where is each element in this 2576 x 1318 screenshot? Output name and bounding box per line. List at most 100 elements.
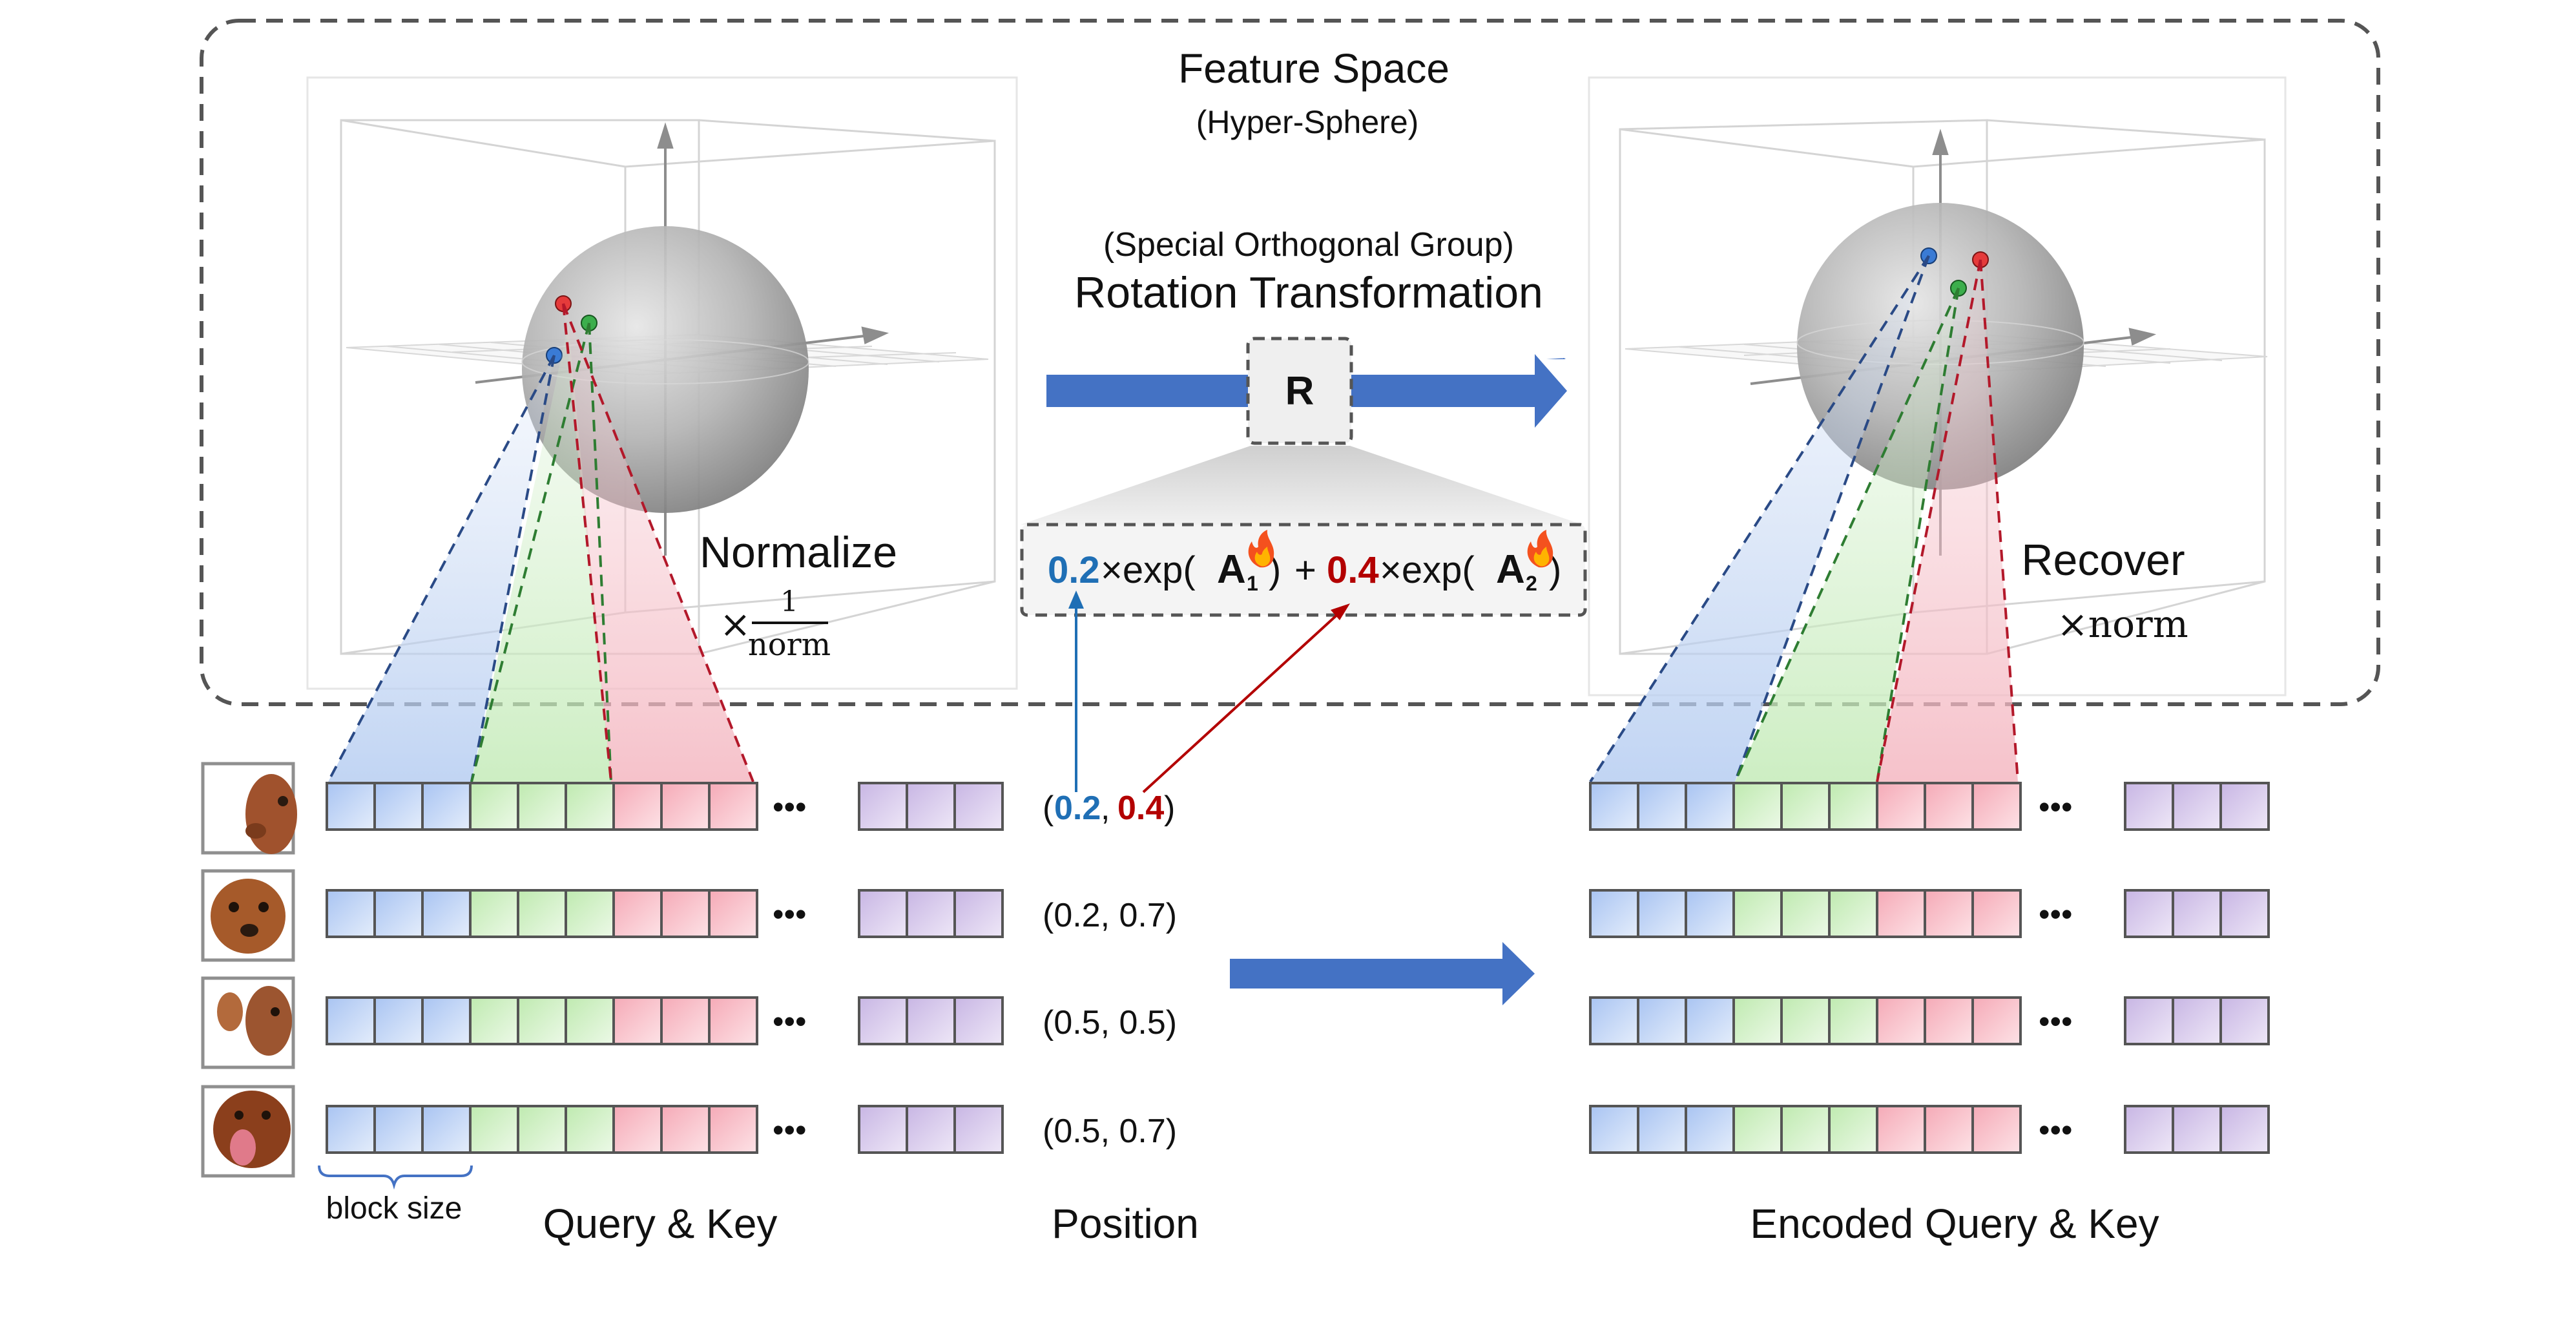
blue-feature-block: [421, 1105, 472, 1154]
blue-feature-block: [373, 889, 424, 938]
block-size-brace: [318, 1165, 473, 1190]
purple-feature-block: [953, 889, 1004, 938]
blue-feature-block: [1589, 889, 1639, 938]
purple-feature-block: [906, 1105, 956, 1154]
purple-feature-block: [906, 996, 956, 1045]
svg-text:+: +: [1294, 549, 1316, 591]
token-row: •••: [1589, 782, 2270, 831]
purple-feature-block: [2172, 889, 2222, 938]
dog-image: [201, 1085, 295, 1178]
svg-text:2: 2: [1526, 572, 1537, 595]
red-feature-block: [1971, 996, 2022, 1045]
red-feature-block: [708, 889, 758, 938]
blue-feature-block: [326, 1105, 376, 1154]
green-feature-block: [565, 889, 615, 938]
token-row: •••: [326, 889, 1004, 938]
query-key-label: Query & Key: [543, 1200, 778, 1247]
ellipsis: •••: [773, 1003, 807, 1040]
red-feature-block: [1971, 1105, 2022, 1154]
svg-text:norm: norm: [748, 627, 831, 663]
svg-text:A: A: [1217, 547, 1246, 592]
green-feature-block: [1732, 996, 1783, 1045]
green-feature-block: [1828, 889, 1878, 938]
ellipsis: •••: [773, 896, 807, 932]
formula: 0.2 ×exp( A 1 ) + 0.4 ×exp( A 2 ): [1048, 547, 1561, 595]
token-row: •••: [1589, 889, 2270, 938]
blue-feature-block: [373, 996, 424, 1045]
green-feature-block: [1732, 889, 1783, 938]
blue-feature-block: [1589, 782, 1639, 831]
svg-text:(: (: [1043, 790, 1054, 827]
svg-text:0.2: 0.2: [1054, 790, 1101, 827]
left-projection-cones: [327, 303, 754, 782]
dog-image: [201, 762, 297, 855]
svg-text:): ): [1164, 790, 1175, 827]
blue-feature-block: [421, 782, 472, 831]
green-feature-block: [565, 782, 615, 831]
blue-feature-block: [421, 889, 472, 938]
formula-coef-2: 0.4: [1327, 549, 1379, 591]
red-feature-block: [708, 996, 758, 1045]
fire-icon: [1527, 530, 1553, 568]
svg-text:,: ,: [1101, 790, 1110, 827]
blue-feature-block: [1589, 1105, 1639, 1154]
ellipsis: •••: [2039, 789, 2073, 825]
token-row: •••: [1589, 996, 2270, 1045]
blue-feature-block: [1637, 782, 1687, 831]
ellipsis: •••: [2039, 1112, 2073, 1148]
purple-feature-block: [2172, 996, 2222, 1045]
ellipsis: •••: [773, 789, 807, 825]
position-row-1: ( 0.2 , 0.4 ): [1043, 790, 1175, 827]
encoded-query-key-label: Encoded Query & Key: [1750, 1200, 2159, 1247]
ellipsis: •••: [2039, 1003, 2073, 1040]
purple-feature-block: [858, 996, 908, 1045]
purple-feature-block: [2219, 1105, 2270, 1154]
green-feature-block: [517, 1105, 567, 1154]
red-feature-block: [1924, 1105, 1974, 1154]
purple-feature-block: [2219, 889, 2270, 938]
dog-image: [201, 976, 295, 1069]
purple-feature-block: [858, 782, 908, 831]
purple-feature-block: [906, 889, 956, 938]
green-feature-block: [517, 996, 567, 1045]
purple-feature-block: [2124, 782, 2174, 831]
green-feature-block: [565, 996, 615, 1045]
purple-feature-block: [953, 996, 1004, 1045]
recover-label: Recover: [2021, 536, 2185, 585]
purple-feature-block: [906, 782, 956, 831]
position-label: Position: [1052, 1200, 1199, 1247]
green-feature-block: [469, 889, 519, 938]
svg-text:A: A: [1496, 547, 1525, 592]
green-feature-block: [565, 1105, 615, 1154]
right-projection-cones: [1589, 255, 2019, 783]
purple-feature-block: [2124, 1105, 2174, 1154]
svg-text:×exp(: ×exp(: [1380, 549, 1475, 591]
red-feature-block: [1971, 782, 2022, 831]
position-to-formula-arrows: [1068, 591, 1350, 793]
red-feature-block: [1924, 889, 1974, 938]
purple-feature-block: [2219, 782, 2270, 831]
svg-text:1: 1: [1247, 572, 1258, 595]
red-feature-block: [1876, 782, 1926, 831]
encoded-query-key-sequence: ••• ••• ••• •••: [1589, 782, 2270, 1154]
red-feature-block: [708, 1105, 758, 1154]
blue-feature-block: [1685, 1105, 1735, 1154]
blue-feature-block: [1637, 1105, 1687, 1154]
so-group-label: (Special Orthogonal Group): [1103, 226, 1514, 264]
red-feature-block: [1971, 889, 2022, 938]
dog-image: [201, 869, 295, 962]
red-feature-block: [1876, 996, 1926, 1045]
green-feature-block: [1780, 996, 1831, 1045]
green-feature-block: [1780, 782, 1831, 831]
rotation-transformation-title: Rotation Transformation: [1074, 268, 1543, 317]
blue-feature-block: [1589, 996, 1639, 1045]
purple-feature-block: [858, 889, 908, 938]
token-row: •••: [326, 996, 1004, 1045]
svg-text:0.4: 0.4: [1117, 790, 1164, 827]
token-row: •••: [326, 782, 1004, 831]
blue-feature-block: [373, 1105, 424, 1154]
green-feature-block: [1780, 1105, 1831, 1154]
recover-factor: ×norm: [2057, 602, 2188, 646]
green-feature-block: [1828, 996, 1878, 1045]
red-feature-block: [708, 782, 758, 831]
